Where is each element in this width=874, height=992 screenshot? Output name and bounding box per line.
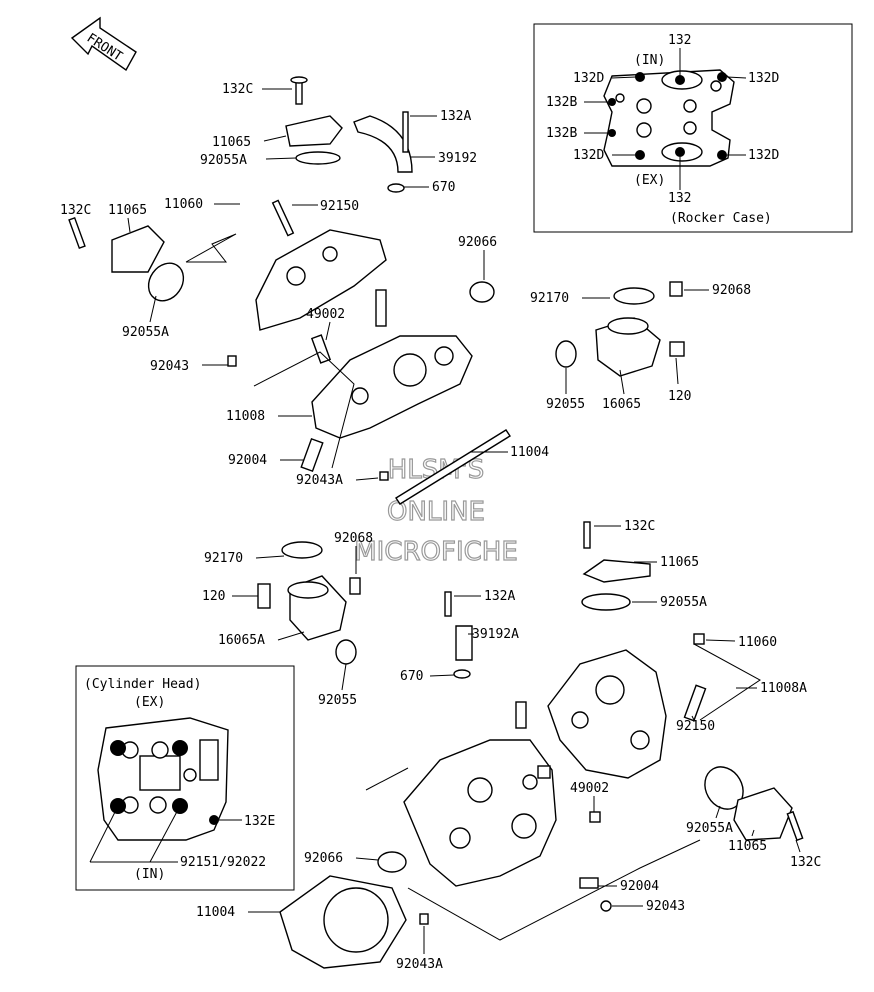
front-arrow-icon: FRONT [70,16,137,72]
rocker-case-drawing [603,69,735,167]
callout-92055a-c: 92055A [660,595,707,610]
callout-11065-c: 11065 [660,555,699,570]
callout-11060-a: 11060 [164,197,203,212]
rocker-label-132b-bottom: 132B [546,126,577,141]
callout-11065-a: 11065 [212,135,251,150]
cylinder-head-inset: (Cylinder Head) (EX) 132E 92151/92022 (I… [75,665,295,891]
callout-670-a: 670 [432,180,455,195]
lower-cylinder-assembly [257,521,804,969]
rocker-label-132b-top: 132B [546,95,577,110]
callout-labels: 132C 11065 92055A 132A 39192 670 11060 9… [60,82,821,972]
cylinder-head-top-view [97,717,229,841]
rocker-case-title: (Rocker Case) [670,211,772,226]
callout-132c-a: 132C [222,82,253,97]
callout-132a-a: 132A [440,109,471,124]
callout-92055-b: 92055 [318,693,357,708]
callout-49002-a: 49002 [306,307,345,322]
callout-92170-a: 92170 [530,291,569,306]
cylinder-head-label-132e: 132E [244,814,275,829]
upper-cylinder-assembly [68,76,685,505]
callout-670-b: 670 [400,669,423,684]
rocker-top-side: (IN) [634,53,665,68]
callout-11060-b: 11060 [738,635,777,650]
callout-92043a-b: 92043A [396,957,443,972]
callout-92150-b: 92150 [676,719,715,734]
callout-120-a: 120 [668,389,691,404]
callout-132c-d: 132C [790,855,821,870]
rocker-label-132d-tr: 132D [748,71,779,86]
rocker-bottom-side: (EX) [634,173,665,188]
callout-92043a-a: 92043A [296,473,343,488]
callout-49002-b: 49002 [570,781,609,796]
callout-92068-a: 92068 [712,283,751,298]
callout-92068-b: 92068 [334,531,373,546]
callout-11008: 11008 [226,409,265,424]
rocker-label-132d-br: 132D [748,148,779,163]
cylinder-head-bottom-side: (IN) [134,867,165,882]
callout-92066-b: 92066 [304,851,343,866]
callout-92055a-d: 92055A [686,821,733,836]
callout-92055a-a: 92055A [200,153,247,168]
callout-92170-b: 92170 [204,551,243,566]
rocker-bottom-part: 132 [668,191,691,206]
callout-11065-d: 11065 [728,839,767,854]
rocker-label-132d-tl: 132D [573,71,604,86]
callout-132c-c: 132C [624,519,655,534]
callout-132a-b: 132A [484,589,515,604]
callout-16065: 16065 [602,397,641,412]
callout-39192a: 39192A [472,627,519,642]
callout-11004-a: 11004 [510,445,549,460]
rocker-label-132d-bl: 132D [573,148,604,163]
callout-16065a: 16065A [218,633,265,648]
callout-92004-a: 92004 [228,453,267,468]
rocker-case-inset: 132 (IN) 132D 132D 132B 132B 132D 132D (… [533,23,853,233]
callout-92043-b: 92043 [646,899,685,914]
callout-132c-b: 132C [60,203,91,218]
watermark-line-3: MICROFICHE [354,537,518,567]
callout-120-b: 120 [202,589,225,604]
callout-92066-a: 92066 [458,235,497,250]
rocker-top-part: 132 [668,33,691,48]
cylinder-head-title: (Cylinder Head) [84,677,201,692]
cylinder-head-top-side: (EX) [134,695,165,710]
callout-92055-a: 92055 [546,397,585,412]
callout-11065-b: 11065 [108,203,147,218]
cylinder-head-label-92151: 92151/92022 [180,855,266,870]
watermark: HLSM'S ONLINE MICROFICHE [354,454,519,567]
callout-92055a-b: 92055A [122,325,169,340]
callout-11008a: 11008A [760,681,807,696]
callout-11004-b: 11004 [196,905,235,920]
callout-92004-b: 92004 [620,879,659,894]
callout-92043-a: 92043 [150,359,189,374]
callout-39192: 39192 [438,151,477,166]
callout-92150-a: 92150 [320,199,359,214]
